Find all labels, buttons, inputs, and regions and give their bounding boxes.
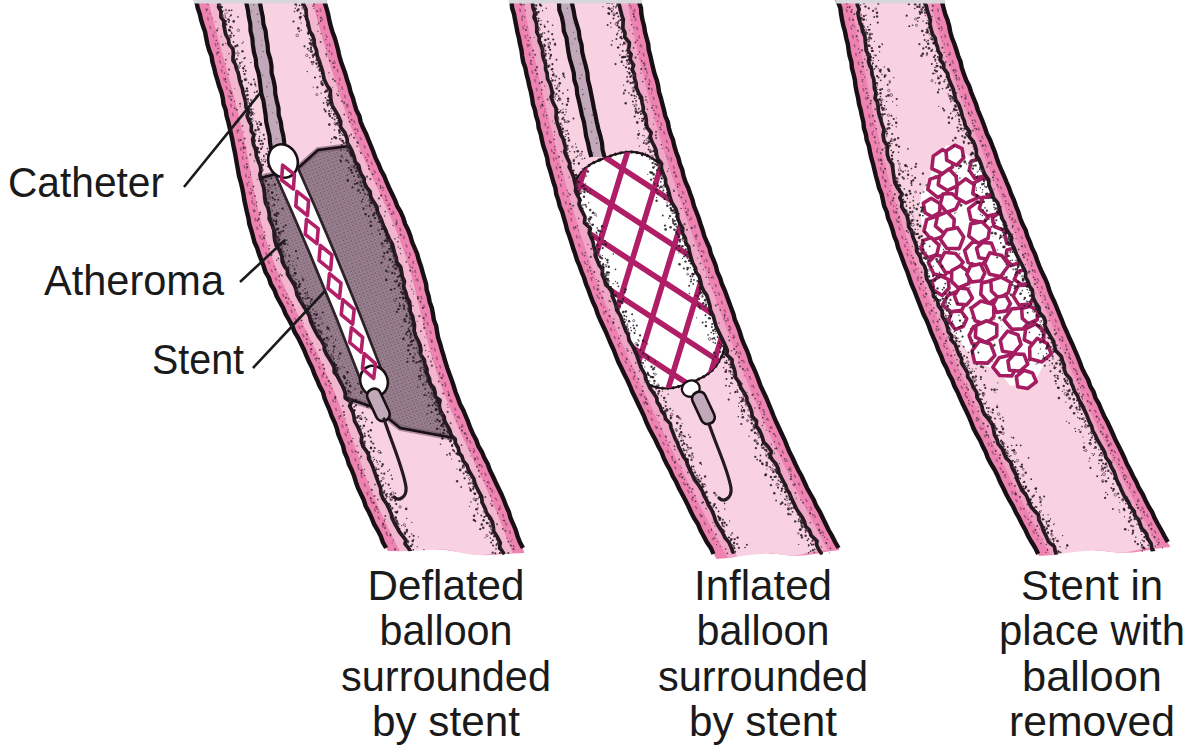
svg-text:balloon: balloon [697, 607, 830, 654]
svg-text:surrounded: surrounded [658, 653, 868, 700]
svg-text:Deflated: Deflated [368, 562, 525, 609]
svg-text:Stent: Stent [152, 336, 244, 383]
svg-text:by stent: by stent [689, 698, 837, 745]
svg-text:by stent: by stent [372, 698, 520, 745]
svg-text:balloon: balloon [380, 607, 513, 654]
svg-text:Catheter: Catheter [8, 159, 164, 206]
svg-text:removed: removed [1009, 698, 1175, 745]
svg-text:Atheroma: Atheroma [44, 257, 225, 304]
svg-text:Stent in: Stent in [1021, 562, 1163, 609]
svg-text:place with: place with [999, 607, 1185, 654]
svg-text:balloon: balloon [1022, 653, 1162, 700]
svg-text:surrounded: surrounded [341, 653, 551, 700]
svg-text:Inflated: Inflated [694, 562, 832, 609]
